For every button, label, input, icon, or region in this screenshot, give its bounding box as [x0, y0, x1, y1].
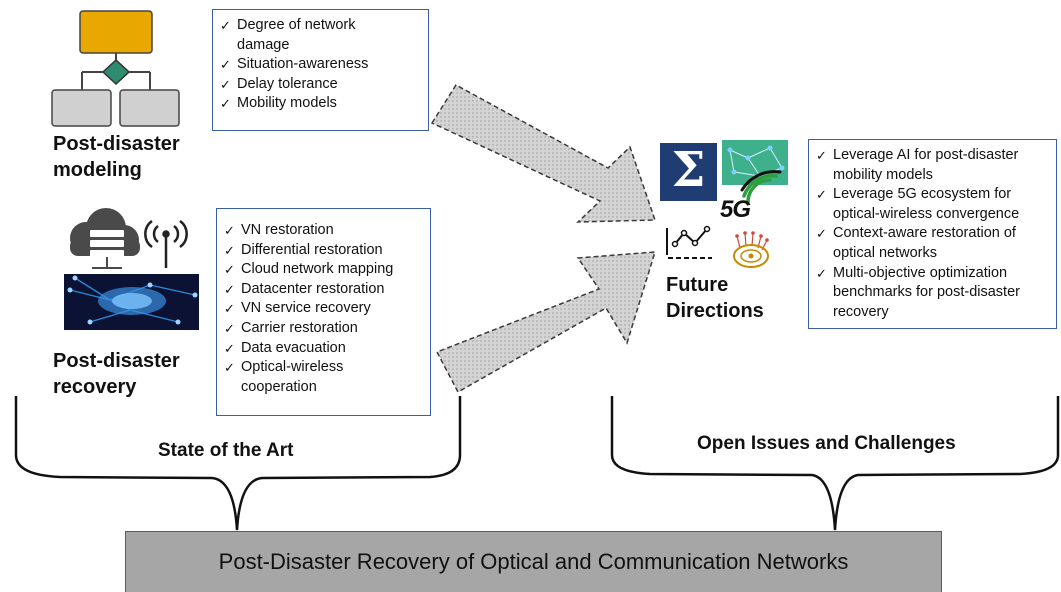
lower-flow-arrow	[435, 251, 657, 394]
recovery-item: VN service recovery	[221, 299, 426, 319]
future-item-continued: benchmarks for post-disaster	[833, 284, 1020, 301]
future-item: Leverage 5G ecosystem for	[813, 185, 1052, 205]
recovery-heading: Post-disaster recovery	[53, 348, 180, 400]
recovery-item: VN restoration	[221, 221, 426, 241]
modeling-item-continued: damage	[237, 36, 290, 53]
ai-brain-icon	[733, 231, 769, 268]
open-issues-label: Open Issues and Challenges	[697, 433, 956, 454]
recovery-item: Differential restoration	[221, 241, 426, 261]
upper-flow-arrow	[430, 84, 657, 223]
recovery-topics-box: VN restoration Differential restoration …	[216, 208, 431, 416]
recovery-item: Cloud network mapping	[221, 260, 426, 280]
future-item: Multi-objective optimization	[813, 264, 1052, 284]
recovery-item: Data evacuation	[221, 339, 426, 359]
modeling-item: Situation-awareness	[217, 55, 424, 75]
flowchart-icon	[51, 10, 180, 127]
footer-banner: Post-Disaster Recovery of Optical and Co…	[125, 531, 942, 592]
modeling-item: Degree of network	[217, 16, 424, 36]
future-title-line2: Directions	[666, 300, 764, 322]
future-item: Leverage AI for post-disaster	[813, 146, 1052, 166]
modeling-title-line2: modeling	[53, 159, 142, 181]
recovery-item: Optical-wireless	[221, 358, 426, 378]
recovery-title-line2: recovery	[53, 376, 137, 398]
recovery-item: Carrier restoration	[221, 319, 426, 339]
future-item-continued: mobility models	[833, 166, 933, 183]
modeling-item: Mobility models	[217, 94, 424, 114]
badge-5g-label: 5G	[720, 196, 751, 223]
future-item-continued: optical networks	[833, 244, 937, 261]
state-of-art-brace	[14, 396, 462, 531]
modeling-title-line1: Post-disaster	[53, 133, 180, 155]
open-issues-brace	[610, 396, 1060, 531]
recovery-item-continued: cooperation	[241, 378, 317, 395]
modeling-item: Delay tolerance	[217, 75, 424, 95]
line-chart-icon	[666, 225, 712, 259]
future-heading: Future Directions	[666, 272, 764, 324]
future-title-line1: Future	[666, 274, 729, 296]
sigma-icon-bg	[660, 143, 717, 201]
future-item: Context-aware restoration of	[813, 224, 1052, 244]
future-topics-box: Leverage AI for post-disaster mobility m…	[808, 139, 1057, 329]
antenna-icon	[144, 219, 188, 268]
recovery-title-line1: Post-disaster	[53, 350, 180, 372]
future-item-continued: optical-wireless convergence	[833, 205, 1020, 222]
state-of-art-label: State of the Art	[158, 440, 294, 461]
future-item-continued: recovery	[833, 303, 889, 320]
sigma-icon: Σ	[671, 142, 706, 198]
cloud-server-icon	[70, 208, 140, 269]
modeling-topics-box: Degree of network damage Situation-aware…	[212, 9, 429, 131]
recovery-item: Datacenter restoration	[221, 280, 426, 300]
modeling-heading: Post-disaster modeling	[53, 131, 180, 183]
signal-5g-icon	[740, 170, 782, 204]
footer-title: Post-Disaster Recovery of Optical and Co…	[218, 549, 849, 574]
network-cloud-image	[64, 274, 199, 330]
